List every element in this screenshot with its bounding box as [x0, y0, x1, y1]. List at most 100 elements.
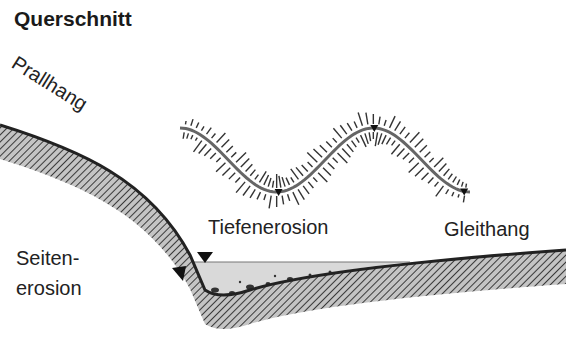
- bank-tick: [195, 138, 197, 141]
- bank-tick: [446, 189, 449, 194]
- bank-tick: [392, 141, 396, 146]
- bank-tick: [222, 168, 230, 176]
- bank-tick: [191, 135, 193, 139]
- bank-tick: [458, 194, 459, 197]
- bank-tick: [373, 114, 374, 124]
- bank-tick: [226, 146, 232, 152]
- ground-surface: [0, 125, 566, 295]
- bank-tick: [465, 184, 467, 188]
- bank-tick: [320, 145, 327, 152]
- bank-tick: [390, 116, 396, 128]
- bank-tick: [375, 132, 377, 146]
- bank-tick: [308, 182, 313, 188]
- bank-tick: [463, 196, 464, 203]
- bank-tick: [444, 169, 450, 176]
- diagram-title: Querschnitt: [14, 4, 132, 34]
- bank-tick: [391, 144, 399, 154]
- slope-label: Prallhang: [6, 48, 94, 118]
- bank-tick: [313, 177, 317, 181]
- bank-tick: [221, 139, 229, 147]
- bank-tick: [216, 158, 220, 162]
- meander-sketch: [180, 112, 470, 208]
- bank-tick: [429, 158, 433, 162]
- bank-tick: [405, 133, 410, 138]
- bank-tick: [282, 196, 283, 205]
- bank-tick: [282, 177, 285, 187]
- meander-marker: [460, 188, 468, 195]
- bank-tick: [302, 165, 308, 172]
- bank-tick: [439, 164, 446, 172]
- bank-tick: [453, 177, 457, 183]
- bank-tick: [428, 177, 433, 183]
- bank-tick: [352, 141, 357, 147]
- bank-tick: [420, 145, 427, 152]
- bank-tick: [229, 173, 235, 179]
- meander-line: [180, 128, 470, 192]
- bank-tick: [210, 153, 216, 159]
- bank-tick: [448, 174, 452, 180]
- bank-tick: [303, 186, 309, 194]
- erosion-marker: [197, 252, 213, 263]
- bank-tick: [268, 178, 271, 187]
- bank-tick: [313, 149, 322, 157]
- bank-tick: [216, 163, 225, 172]
- bank-tick: [298, 189, 304, 199]
- bank-tick: [187, 133, 189, 138]
- bank-tick: [250, 189, 255, 198]
- bank-tick: [395, 121, 401, 130]
- bank-tick: [323, 168, 331, 176]
- bank-tick: [236, 182, 245, 193]
- bank-tick: [241, 159, 249, 168]
- bank-tick: [288, 194, 290, 201]
- bank-tick: [436, 186, 444, 196]
- bank-tick: [421, 173, 428, 180]
- bank-tick: [264, 194, 266, 200]
- bank-tick: [457, 179, 460, 184]
- bank-tick: [183, 132, 184, 138]
- slope-label: Gleithang: [444, 214, 530, 244]
- meander-marker: [275, 189, 283, 196]
- bank-tick: [185, 121, 187, 124]
- bank-tick: [264, 175, 269, 185]
- bank-tick: [276, 196, 277, 207]
- bank-tick: [378, 133, 382, 144]
- bank-tick: [373, 132, 374, 139]
- bank-tick: [434, 158, 443, 167]
- bank-tick: [250, 170, 255, 176]
- bank-tick: [400, 127, 405, 134]
- bank-tick: [318, 173, 327, 182]
- bank-tick: [217, 133, 226, 143]
- bank-tick: [462, 182, 464, 187]
- bank-tick: [409, 163, 419, 173]
- bank-tick: [201, 126, 204, 130]
- bank-tick: [279, 176, 281, 188]
- bank-tick: [337, 153, 347, 163]
- bank-tick: [347, 123, 352, 131]
- bank-tick: [272, 181, 273, 188]
- water-surface: [193, 262, 410, 263]
- bank-tick: [257, 192, 260, 199]
- bank-tick: [243, 186, 250, 196]
- bank-tick: [204, 148, 211, 155]
- bank-tick: [333, 128, 341, 138]
- gravel: [211, 271, 332, 296]
- bank-tick: [452, 192, 454, 196]
- bank-tick: [207, 128, 212, 134]
- bank-tick: [354, 122, 357, 128]
- bank-tick: [333, 138, 337, 142]
- bank-tick: [382, 135, 386, 144]
- bank-tick: [356, 138, 359, 143]
- bank-tick: [409, 158, 414, 163]
- bank-tick: [328, 163, 334, 169]
- erosion-label: Seiten- erosion: [16, 243, 94, 303]
- bank-tick: [291, 177, 294, 182]
- bank-tick: [308, 162, 313, 167]
- bank-tick: [269, 196, 271, 209]
- meander-marker: [370, 125, 378, 132]
- bank-tick: [435, 182, 439, 187]
- bank-tick: [293, 192, 299, 205]
- bank-tick: [358, 112, 362, 125]
- bank-tick: [231, 152, 236, 157]
